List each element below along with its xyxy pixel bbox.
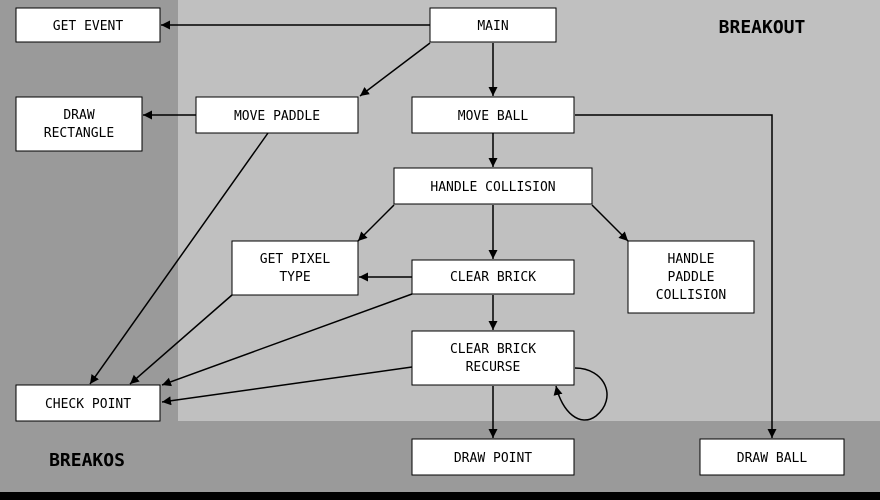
edge-get-pixel-type-check-point <box>129 294 233 385</box>
node-move-paddle <box>195 96 359 134</box>
label-move-ball-line: MOVE BALL <box>458 109 529 124</box>
node-get-pixel-type <box>231 240 359 296</box>
node-main <box>429 7 557 43</box>
label-draw-rectangle-line-2: RECTANGLE <box>44 126 114 141</box>
label-get-pixel-type-line-1: GET PIXEL <box>260 252 331 267</box>
label-handle-collision: HANDLE COLLISION <box>430 180 555 195</box>
label-draw-ball-line: DRAW BALL <box>737 451 808 466</box>
label-get-pixel-type-line-2: TYPE <box>279 270 310 285</box>
label-handle-paddle-collision: HANDLE PADDLE COLLISION <box>656 252 726 303</box>
node-handle-collision <box>393 167 593 205</box>
label-clear-brick-recurse-line-2: RECURSE <box>466 360 521 375</box>
label-draw-rectangle-line-1: DRAW <box>63 108 94 123</box>
label-clear-brick-line: CLEAR BRICK <box>450 270 536 285</box>
label-handle-paddle-collision-line-2: PADDLE <box>668 270 715 285</box>
node-clear-brick <box>411 259 575 295</box>
nodes <box>15 7 845 476</box>
edges <box>89 20 777 438</box>
label-handle-collision-line: HANDLE COLLISION <box>430 180 555 195</box>
node-draw-rectangle <box>15 96 143 152</box>
breakos-label: BREAKOS <box>49 450 125 471</box>
label-get-pixel-type: GET PIXEL TYPE <box>260 252 331 285</box>
label-check-point-line: CHECK POINT <box>45 397 131 412</box>
edge-handle-collision-paddle-collision <box>591 204 629 242</box>
label-draw-point-line: DRAW POINT <box>454 451 532 466</box>
node-clear-brick-recurse <box>411 330 575 386</box>
label-clear-brick-recurse: CLEAR BRICK RECURSE <box>450 342 536 375</box>
node-handle-paddle-collision <box>627 240 755 314</box>
edge-clear-brick-check-point <box>161 293 413 387</box>
label-draw-ball: DRAW BALL <box>737 451 808 466</box>
label-move-paddle-line: MOVE PADDLE <box>234 109 320 124</box>
node-draw-point <box>411 438 575 476</box>
label-main-line: MAIN <box>477 19 508 34</box>
edge-main-move-paddle <box>359 42 431 97</box>
label-draw-point: DRAW POINT <box>454 451 532 466</box>
label-clear-brick: CLEAR BRICK <box>450 270 536 285</box>
label-draw-rectangle: DRAW RECTANGLE <box>44 108 114 141</box>
label-get-event: GET EVENT <box>53 19 124 34</box>
node-get-event <box>15 7 161 43</box>
edge-recurse-check-point <box>161 366 413 406</box>
breakout-label: BREAKOUT <box>719 17 806 38</box>
node-check-point <box>15 384 161 422</box>
label-handle-paddle-collision-line-3: COLLISION <box>656 288 726 303</box>
edge-move-ball-draw-ball <box>575 114 777 438</box>
edge-move-paddle-check-point <box>89 132 269 385</box>
label-move-ball: MOVE BALL <box>458 109 529 124</box>
label-get-event-line: GET EVENT <box>53 19 124 34</box>
edge-recurse-self-loop <box>553 367 608 421</box>
label-main: MAIN <box>477 19 508 34</box>
bottom-border <box>0 492 880 500</box>
node-draw-ball <box>699 438 845 476</box>
node-labels: MAIN GET EVENT DRAW RECTANGLE MOVE PADDLE… <box>44 19 808 466</box>
label-move-paddle: MOVE PADDLE <box>234 109 320 124</box>
label-handle-paddle-collision-line-1: HANDLE <box>668 252 715 267</box>
label-check-point: CHECK POINT <box>45 397 131 412</box>
node-move-ball <box>411 96 575 134</box>
label-clear-brick-recurse-line-1: CLEAR BRICK <box>450 342 536 357</box>
edge-handle-collision-get-pixel-type <box>357 204 395 242</box>
